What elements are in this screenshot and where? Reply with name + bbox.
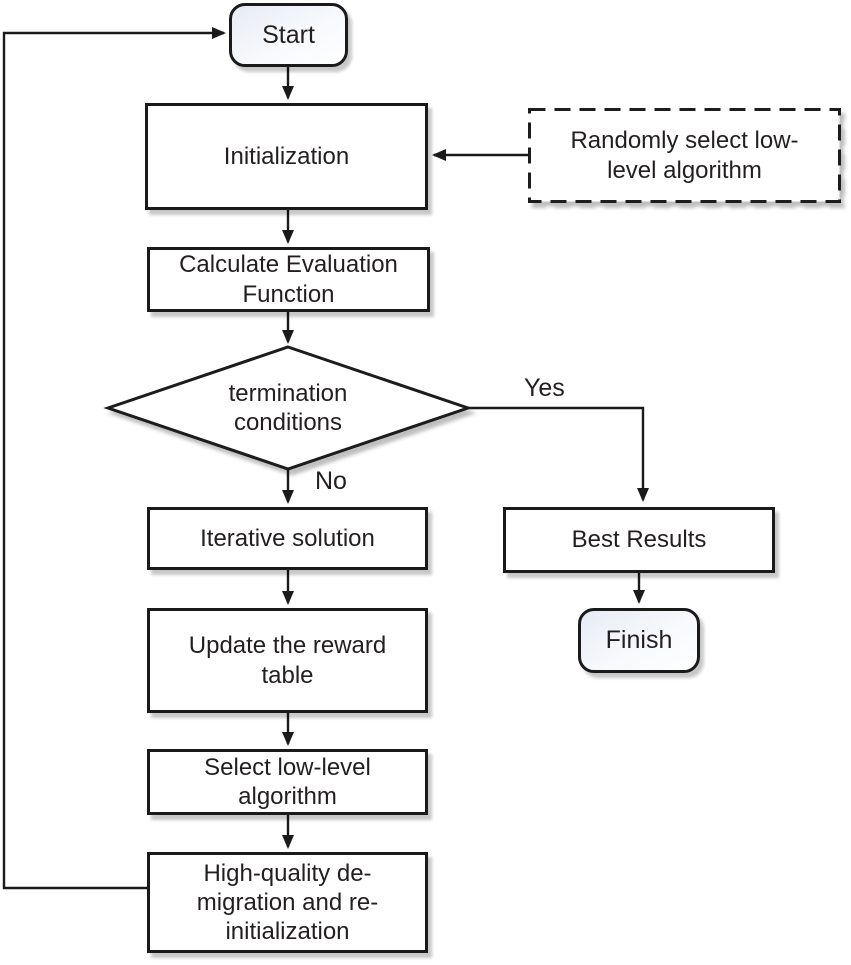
node-randomly-select-label: Randomly select low-level algorithm (570, 127, 799, 184)
node-start: Start (229, 3, 348, 67)
random-select-dashed-box-shape (528, 108, 841, 203)
node-update-reward-table: Update the reward table (147, 608, 428, 713)
node-select-low-level: Select low-level algorithm (147, 749, 428, 815)
node-calculate-evaluation-label: Calculate Evaluation Function (179, 251, 398, 308)
node-iterative-solution: Iterative solution (147, 507, 428, 570)
node-termination-conditions: termination conditions (178, 372, 398, 444)
termination-diamond-shape (103, 345, 473, 471)
edge-termination-yes-best-results (468, 406, 649, 502)
node-best-results-label: Best Results (571, 526, 707, 554)
edge-label-yes: Yes (524, 374, 565, 402)
node-randomly-select: Randomly select low-level algorithm (528, 108, 841, 203)
node-high-quality: High-quality de-migration and re-initial… (147, 852, 428, 953)
node-finish: Finish (578, 608, 700, 673)
node-initialization-label: Initialization (223, 142, 350, 170)
edge-label-no: No (315, 467, 347, 495)
node-iterative-solution-label: Iterative solution (200, 524, 375, 552)
node-best-results: Best Results (503, 507, 775, 573)
edge-high-quality-loop-to-start (2, 27, 226, 890)
node-update-reward-table-label: Update the reward table (188, 632, 387, 689)
node-termination-conditions-label: termination conditions (228, 379, 348, 436)
node-finish-label: Finish (605, 626, 673, 655)
node-initialization: Initialization (145, 103, 428, 210)
node-select-low-level-label: Select low-level algorithm (204, 753, 371, 810)
node-calculate-evaluation: Calculate Evaluation Function (147, 247, 430, 312)
node-start-label: Start (262, 20, 315, 49)
node-high-quality-label: High-quality de-migration and re-initial… (196, 859, 379, 946)
